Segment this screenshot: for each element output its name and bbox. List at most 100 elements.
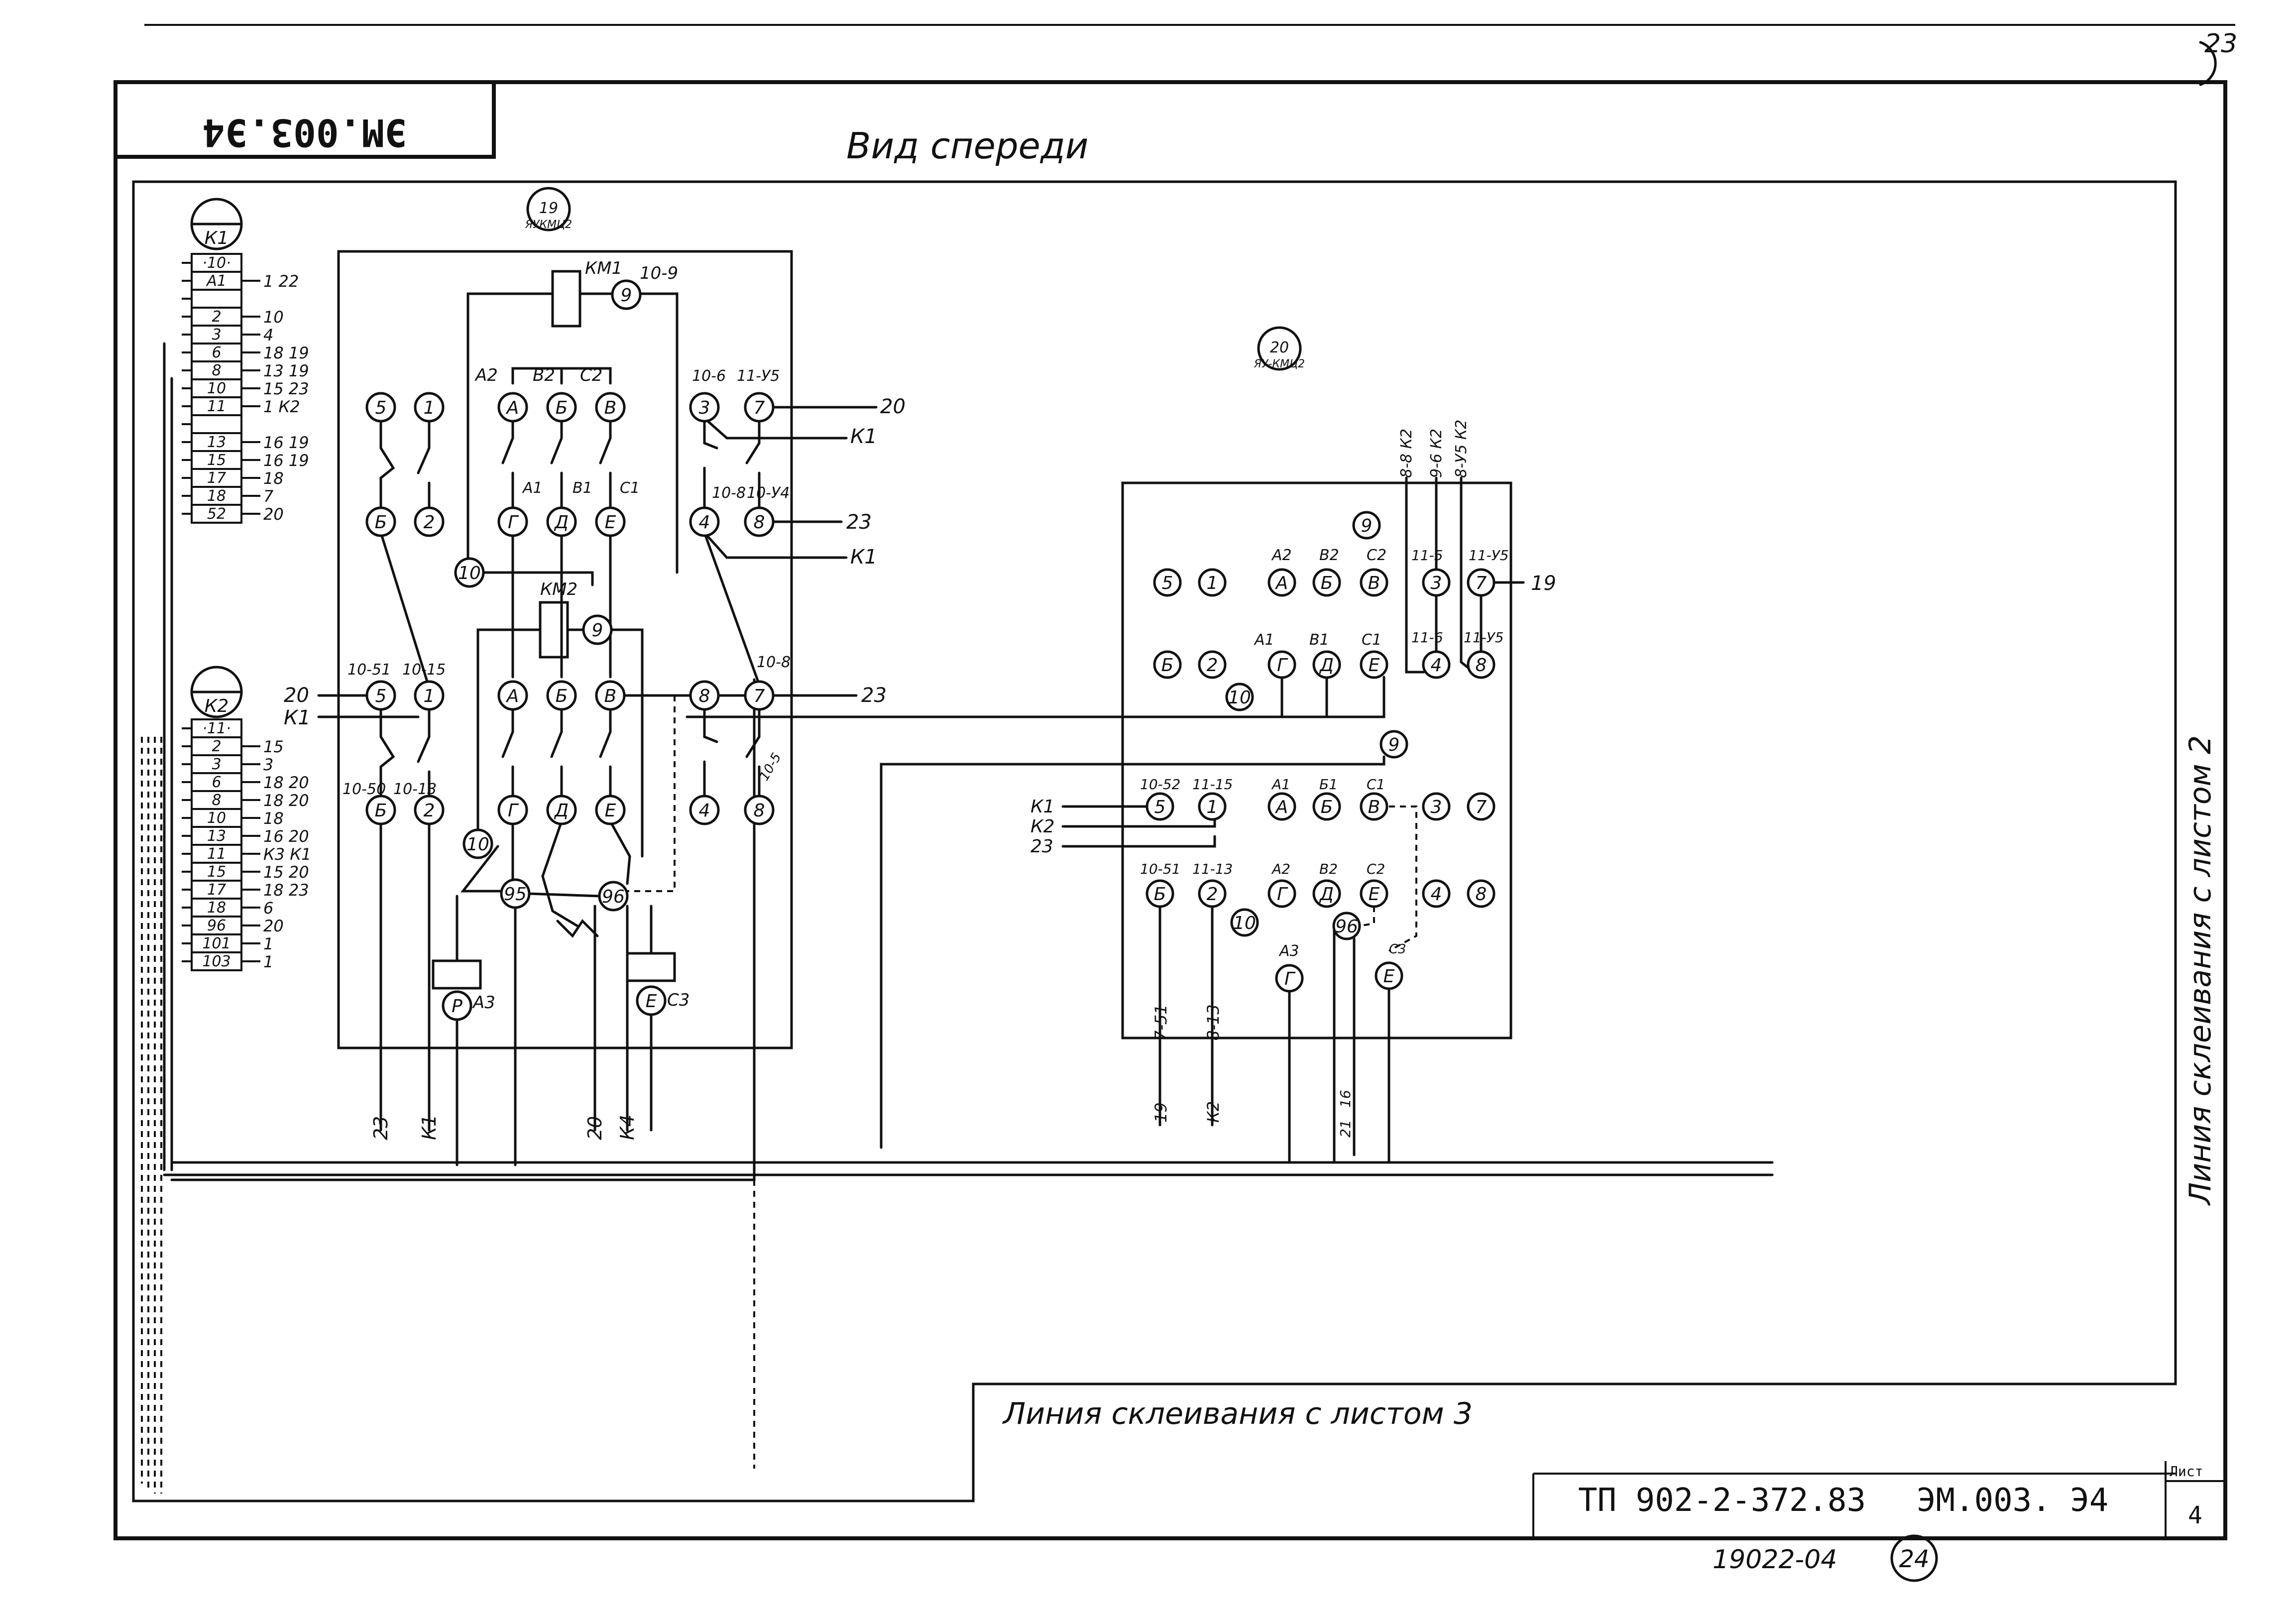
sheet-num: 4 (2188, 1501, 2202, 1529)
terminal-row: ·11· (182, 718, 242, 738)
archive-code: 19022-04 (1713, 1545, 1837, 1575)
terminal-label: 9 (621, 285, 632, 306)
terminal-label: А (1275, 797, 1288, 817)
r-11-y5: 11-У5 (1469, 547, 1509, 564)
terminal-circle: Е (595, 506, 626, 537)
terminal-circle: Б (1146, 879, 1174, 908)
lbl-10-8: 10-8 (712, 484, 746, 502)
lbl-10-y4: 10-У4 (747, 484, 790, 502)
terminal-circle: 1 (1198, 792, 1227, 821)
terminal-row-num: 6 (212, 344, 221, 361)
terminal-label: Б (375, 801, 387, 821)
device-20: 20 ЯУ-КМЦ2 8-8 К2 9-6 К2 8-У5 К2 19 А2 В… (1031, 326, 1556, 1164)
glue-line-sheet-3: Линия склеивания с листом 3 (1002, 1396, 1473, 1431)
terminal-circle: Е (1360, 650, 1388, 679)
terminal-label: Б (375, 512, 387, 533)
terminal-label: Б (556, 686, 568, 706)
terminal-circle: 3 (1422, 568, 1451, 597)
bot-k4: К4 (616, 1115, 638, 1140)
r-bot-5: 16 (1337, 1090, 1354, 1108)
r-bot-2: 8-13 (1204, 1004, 1223, 1040)
terminal-row-wire: 18 (263, 809, 284, 828)
terminal-label: Е (605, 512, 616, 533)
terminal-circle: 9 (1379, 730, 1408, 759)
r-top-2: 9-6 К2 (1428, 429, 1445, 478)
terminal-row (182, 414, 242, 434)
terminal-row-num: 15 (207, 452, 226, 469)
terminal-row-wire: 1 (263, 952, 273, 971)
lbl-10-6: 10-6 (692, 367, 726, 385)
terminal-row-wire: 1 22 (263, 272, 299, 291)
terminal-label: 1 (424, 686, 435, 706)
terminal-circle: В (1360, 792, 1388, 821)
terminal-row-wire: 1 К2 (263, 397, 300, 416)
doc-code: ЭМ.003. Э4 (1917, 1482, 2108, 1519)
terminal-circle: 96 (1332, 912, 1361, 940)
terminal-label: В (604, 686, 617, 706)
terminal-label: 1 (1207, 797, 1218, 817)
terminal-circle: 3 (689, 392, 720, 423)
terminal-row: 18 6 (182, 898, 273, 918)
terminal-label: 9 (1361, 516, 1373, 536)
terminal-label: А (506, 398, 519, 418)
terminal-row-num: ·10· (202, 254, 230, 272)
terminal-label: 8 (1476, 655, 1487, 676)
terminal-circle: 8 (1467, 650, 1495, 679)
terminal-circle: 95 (500, 878, 531, 909)
terminal-row-wire: 18 19 (263, 344, 309, 362)
terminal-row-num: 103 (202, 953, 230, 970)
terminal-circle: Г (1267, 879, 1296, 908)
terminal-row-num: 18 (207, 899, 226, 917)
terminal-circle: 7 (1467, 792, 1495, 821)
terminal-label: Д (554, 512, 569, 533)
terminal-row-num: 10 (207, 380, 226, 397)
terminal-label: Б (1321, 573, 1333, 593)
r-b2b: В2 (1319, 861, 1338, 877)
terminal-row-wire: 1 (263, 934, 273, 953)
terminal-row-num: ·11· (202, 720, 230, 737)
terminal-label: 96 (602, 887, 625, 907)
terminal-label: 8 (754, 512, 765, 533)
terminal-label: Е (1369, 655, 1380, 676)
r-bot-3: 19 (1151, 1102, 1170, 1123)
terminal-label: 8 (754, 801, 765, 821)
terminal-label: 7 (1476, 797, 1487, 817)
terminal-circle: 9 (611, 279, 642, 310)
terminal-row-num: 101 (202, 935, 230, 952)
terminal-row-wire: 6 (263, 899, 273, 918)
terminal-circle: Р (442, 990, 472, 1021)
r-k2: К2 (1031, 816, 1054, 837)
terminal-circle: 96 (598, 881, 629, 912)
lbl-a3: А3 (472, 993, 495, 1013)
r-11-5: 11-5 (1411, 547, 1443, 564)
device-19-type: ЯУКМЦ2 (525, 219, 572, 231)
r-bot-4: К2 (1204, 1101, 1223, 1123)
terminal-circle: 1 (414, 680, 445, 711)
coil-km2: КМ2 (540, 579, 577, 599)
terminal-circle: 7 (1467, 568, 1495, 597)
terminal-label: 7 (1476, 573, 1487, 593)
terminal-circle: Д (546, 795, 577, 825)
lbl-a2: А2 (474, 365, 498, 385)
r-bot-1: 7-51 (1151, 1004, 1170, 1040)
terminal-label: 7 (754, 398, 765, 418)
r-top-3: 8-У5 К2 (1453, 420, 1470, 478)
terminal-circle: 8 (689, 680, 720, 711)
terminal-label: 10 (458, 563, 481, 583)
terminal-row-wire: 3 (263, 755, 273, 774)
lbl-b1: В1 (573, 479, 592, 497)
terminal-circle: 2 (414, 506, 445, 537)
assembly-border (132, 180, 2177, 1502)
terminal-circle: Д (1312, 879, 1341, 908)
terminal-row-wire: К3 К1 (263, 845, 311, 864)
r-23: 23 (1031, 836, 1053, 857)
terminal-circle: А (1267, 792, 1296, 821)
terminal-circle: 1 (1198, 568, 1227, 597)
